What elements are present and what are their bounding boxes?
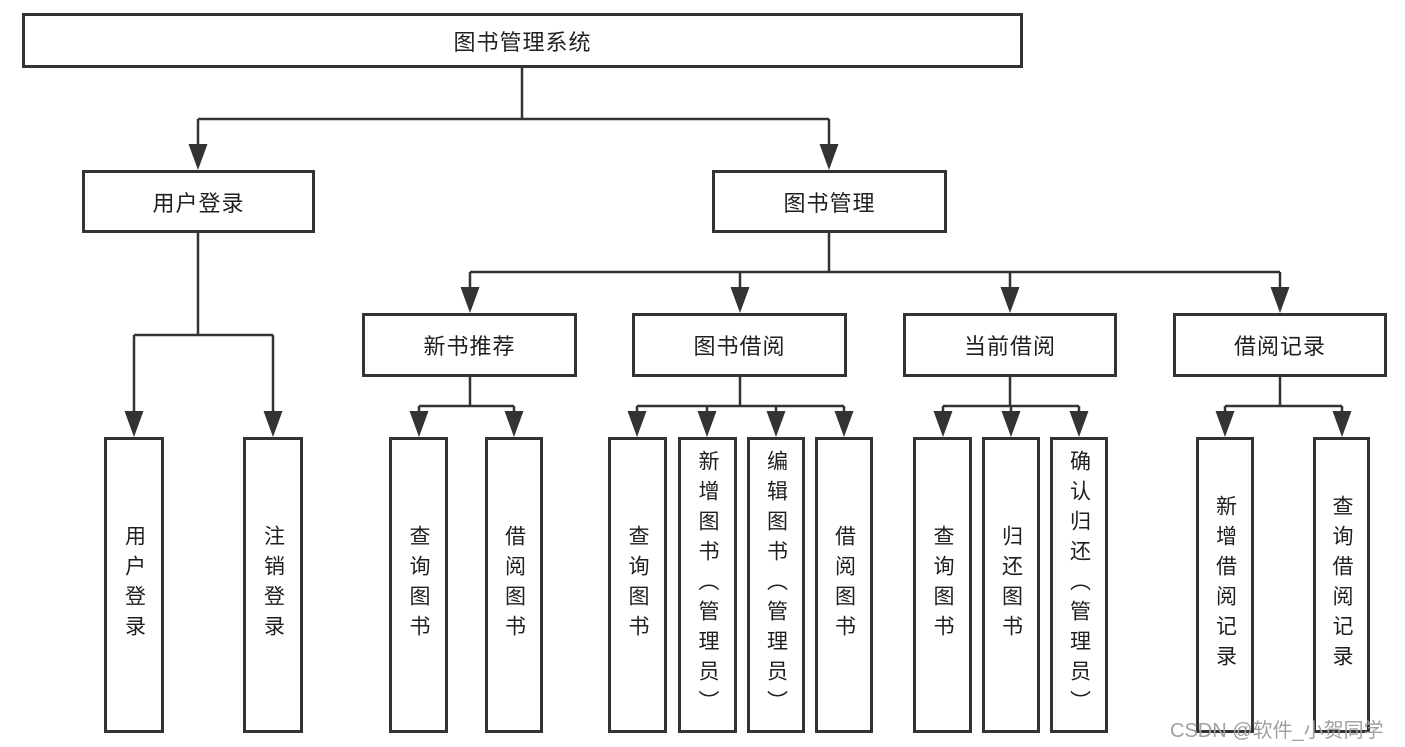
leaf-label: 新增借阅记录 (1213, 495, 1237, 675)
leaf-label: 借阅图书 (502, 525, 526, 645)
leaf-label: 编辑图书（管理员） (764, 450, 788, 720)
leaf-label: 查询图书 (931, 525, 954, 645)
node-label: 新书推荐 (423, 334, 516, 359)
leaf-records-add-borrow-record: 新增借阅记录 (1196, 437, 1254, 733)
node-book-borrowing: 图书借阅 (632, 313, 847, 377)
leaf-label: 归还图书 (999, 525, 1023, 645)
leaf-label: 确认归还（管理员） (1067, 450, 1091, 720)
connector-newbook-to-leaves (409, 377, 524, 437)
connector-bookmgmt-to-level3 (460, 233, 1290, 313)
leaf-user-login: 用户登录 (104, 437, 164, 733)
node-borrowing-records: 借阅记录 (1173, 313, 1387, 377)
connector-userlogin-to-leaves (124, 233, 283, 437)
leaf-borrow-borrow-books: 借阅图书 (815, 437, 873, 733)
node-label: 当前借阅 (963, 334, 1056, 359)
leaf-logout: 注销登录 (243, 437, 303, 733)
connector-root-to-level2 (188, 68, 839, 170)
leaf-current-query-books: 查询图书 (913, 437, 972, 733)
node-label: 图书管理系统 (453, 29, 592, 55)
leaf-current-return-books: 归还图书 (982, 437, 1040, 733)
node-new-book-recommend: 新书推荐 (362, 313, 577, 377)
node-user-login: 用户登录 (82, 170, 315, 233)
leaf-newbook-borrow-books: 借阅图书 (485, 437, 543, 733)
leaf-label: 注销登录 (261, 525, 285, 645)
leaf-label: 查询借阅记录 (1330, 495, 1353, 675)
node-label: 图书借阅 (693, 334, 786, 359)
node-label: 借阅记录 (1233, 334, 1326, 359)
connector-currentborrow-to-leaves (933, 377, 1089, 437)
leaf-label: 查询图书 (407, 525, 430, 645)
leaf-borrow-edit-books-admin: 编辑图书（管理员） (747, 437, 805, 733)
leaf-borrow-query-books: 查询图书 (608, 437, 667, 733)
leaf-current-confirm-return-admin: 确认归还（管理员） (1050, 437, 1108, 733)
leaf-label: 新增图书（管理员） (696, 450, 719, 720)
leaf-label: 用户登录 (122, 525, 146, 645)
leaf-label: 查询图书 (626, 525, 649, 645)
node-label: 用户登录 (152, 190, 245, 216)
leaf-records-query-borrow-record: 查询借阅记录 (1313, 437, 1370, 733)
node-book-management: 图书管理 (712, 170, 947, 233)
leaf-label: 借阅图书 (832, 525, 856, 645)
node-root-library-system: 图书管理系统 (22, 13, 1023, 68)
connector-bookborrow-to-leaves (627, 377, 854, 437)
leaf-borrow-add-books-admin: 新增图书（管理员） (678, 437, 737, 733)
leaf-newbook-query-books: 查询图书 (389, 437, 448, 733)
node-current-borrowing: 当前借阅 (903, 313, 1117, 377)
connector-records-to-leaves (1215, 377, 1352, 437)
node-label: 图书管理 (783, 190, 876, 216)
